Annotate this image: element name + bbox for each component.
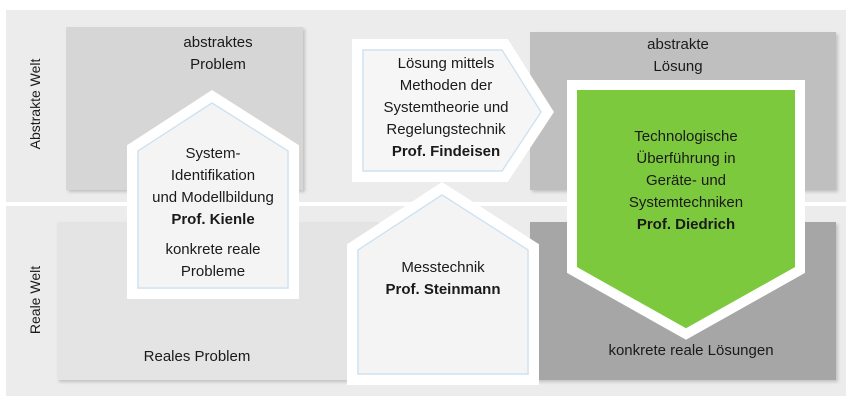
transfer-line-4: Systemtechniken <box>628 194 744 211</box>
theory-text: Lösung mittels Methoden der Systemtheori… <box>362 53 530 163</box>
transfer-line-2: Überführung in <box>636 150 736 167</box>
real-solution-label: konkrete reale Lösungen <box>608 342 774 359</box>
abstract-solution-line-2: Lösung <box>653 58 703 75</box>
theory-line-4: Regelungstechnik <box>386 121 506 138</box>
abstract-problem-label: abstraktes Problem <box>118 32 318 76</box>
transfer-arrow <box>567 80 805 340</box>
identification-professor: Prof. Kienle <box>171 211 255 228</box>
measurement-arrow <box>347 182 539 385</box>
transfer-text: Technologische Überführung in Geräte- un… <box>576 126 796 236</box>
identification-sub-line-2: Probleme <box>180 263 246 280</box>
real-problem-label: Reales Problem <box>143 348 251 365</box>
theory-arrow <box>352 39 554 182</box>
transfer-line-3: Geräte- und <box>645 172 727 189</box>
identification-text: System- Identifikation und Modellbildung… <box>132 143 294 283</box>
abstract-solution-label: abstrakte Lösung <box>578 34 778 78</box>
identification-line-1: System- <box>185 145 241 162</box>
abstract-problem-line-1: abstraktes <box>183 34 253 51</box>
identification-arrow <box>127 90 299 299</box>
measurement-professor: Prof. Steinmann <box>385 281 501 298</box>
identification-sub-line-1: konkrete reale <box>165 241 261 258</box>
measurement-text: Messtechnik Prof. Steinmann <box>352 257 534 301</box>
theory-line-2: Methoden der <box>399 77 493 94</box>
theory-line-1: Lösung mittels <box>397 55 495 72</box>
abstract-solution-line-1: abstrakte <box>647 36 709 53</box>
abstract-problem-line-2: Problem <box>190 56 246 73</box>
identification-line-3: und Modellbildung <box>152 189 274 206</box>
theory-line-3: Systemtheorie und <box>383 99 509 116</box>
identification-line-2: Identifikation <box>170 167 256 184</box>
measurement-line-1: Messtechnik <box>401 259 485 276</box>
transfer-line-1: Technologische <box>634 128 738 145</box>
theory-professor: Prof. Findeisen <box>391 143 501 160</box>
transfer-professor: Prof. Diedrich <box>636 216 736 233</box>
